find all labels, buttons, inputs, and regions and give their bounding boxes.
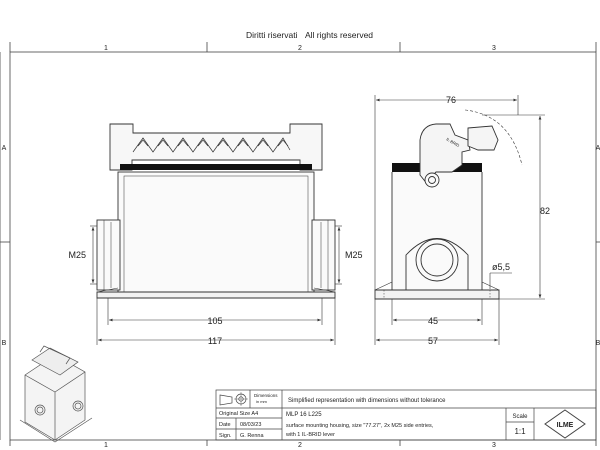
dimensions-caption-unit: in mm	[256, 399, 268, 404]
front-view	[96, 123, 336, 299]
zone-row-b-right: B	[596, 340, 600, 347]
front-dimensions	[90, 225, 342, 345]
zone-col-3-bottom: 3	[492, 442, 496, 449]
rights-reserved-it: Diritti riservati	[246, 30, 298, 40]
dim-hole: ø5,5	[492, 262, 510, 272]
description-line-1: surface mounting housing, size "77.27", …	[286, 423, 434, 429]
dim-82: 82	[540, 206, 550, 216]
date-label: Date	[219, 422, 231, 428]
dim-57: 57	[428, 336, 438, 346]
zone-row-a-left: A	[2, 145, 7, 152]
rights-reserved-en: All rights reserved	[305, 30, 374, 40]
zone-col-1-top: 1	[104, 45, 108, 52]
description-line-2: with 1 IL-BRID lever	[285, 432, 335, 438]
dim-105: 105	[207, 316, 222, 326]
zone-row-b-left: B	[2, 340, 7, 347]
side-view: IL-BRID	[374, 109, 523, 300]
isometric-preview	[19, 345, 93, 443]
sign-value: G. Renna	[240, 433, 264, 439]
scale-value: 1:1	[514, 427, 526, 436]
date-value: 08/03/23	[240, 422, 261, 428]
title-block-text: Dimensions in mm Simplified representati…	[219, 393, 574, 439]
tolerance-note: Simplified representation with dimension…	[288, 398, 446, 404]
svg-text:IL-BRID: IL-BRID	[446, 137, 461, 148]
scale-label: Scale	[512, 414, 528, 420]
dim-m25-left: M25	[68, 250, 86, 260]
zone-col-1-bottom: 1	[104, 442, 108, 449]
zone-col-2-bottom: 2	[298, 442, 302, 449]
dim-117: 117	[208, 336, 222, 346]
zone-row-a-right: A	[596, 145, 600, 152]
dim-m25-right: M25	[345, 250, 363, 260]
side-dimension-labels: 76 82 ø5,5 45 57	[428, 95, 550, 346]
zone-col-3-top: 3	[492, 45, 496, 52]
ilme-logo	[544, 409, 586, 439]
part-code: MLP 16 L225	[286, 412, 322, 418]
lever-rib-pattern	[132, 137, 291, 153]
dim-76: 76	[446, 95, 456, 105]
original-size-label: Original Size A4	[219, 411, 258, 417]
side-dimensions	[374, 95, 545, 345]
front-dimension-labels: 105 117 M25 M25	[68, 250, 362, 346]
ilme-logo-text: ILME	[557, 422, 574, 429]
dimensions-caption: Dimensions	[254, 393, 278, 398]
dim-45: 45	[428, 316, 438, 326]
sign-label: Sign.	[219, 433, 232, 439]
zone-col-2-top: 2	[298, 45, 302, 52]
zone-markers: 1 2 3 1 2 3 A B A B	[2, 45, 600, 449]
title-block	[215, 389, 597, 441]
